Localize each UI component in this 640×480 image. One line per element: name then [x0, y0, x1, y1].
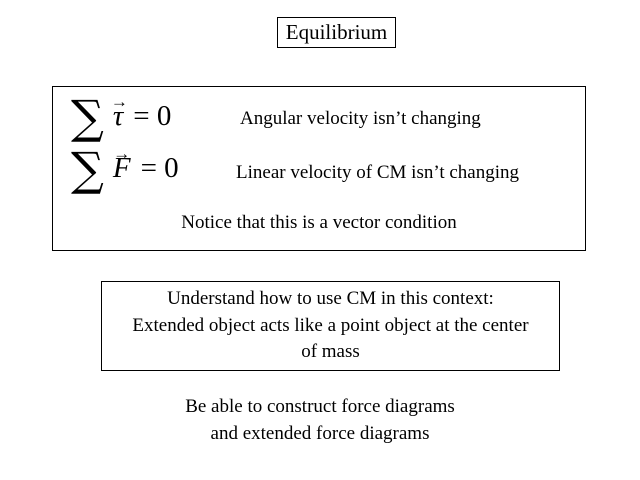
formula-sum-torque: ∑ → τ = 0 — [71, 90, 241, 144]
equals-zero-torque: = 0 — [133, 99, 172, 132]
vector-tau: → τ — [111, 93, 128, 133]
summation-icon: ∑ — [71, 90, 104, 144]
summation-icon: ∑ — [71, 142, 104, 196]
description-angular-velocity: Angular velocity isn’t changing — [240, 108, 481, 129]
equilibrium-conditions-box: ∑ → τ = 0 Angular velocity isn’t changin… — [52, 86, 586, 251]
cm-line-3: of mass — [301, 341, 360, 363]
page-title: Equilibrium — [285, 20, 388, 44]
equals-zero-force: = 0 — [140, 151, 179, 184]
equation-row-torque: ∑ → τ = 0 — [71, 90, 241, 144]
bottom-line-1: Be able to construct force diagrams — [185, 396, 455, 417]
force-diagrams-text: Be able to construct force diagrams and … — [0, 394, 640, 448]
center-of-mass-box: Understand how to use CM in this context… — [101, 281, 560, 371]
cm-line-2: Extended object acts like a point object… — [132, 314, 529, 336]
vector-f: → F — [111, 145, 133, 185]
vector-arrow-icon: → — [110, 91, 128, 111]
description-linear-velocity: Linear velocity of CM isn’t changing — [236, 162, 520, 183]
bottom-line-2: and extended force diagrams — [210, 422, 430, 444]
tau-symbol: τ — [112, 100, 124, 133]
vector-arrow-icon: → — [113, 143, 131, 163]
f-symbol: F — [112, 152, 131, 185]
equation-row-force: ∑ → F = 0 — [71, 142, 241, 196]
cm-line-1: Understand how to use CM in this context… — [167, 287, 494, 309]
vector-condition-note: Notice that this is a vector condition — [181, 212, 457, 233]
title-box: Equilibrium — [277, 17, 396, 48]
formula-sum-force: ∑ → F = 0 — [71, 142, 241, 196]
